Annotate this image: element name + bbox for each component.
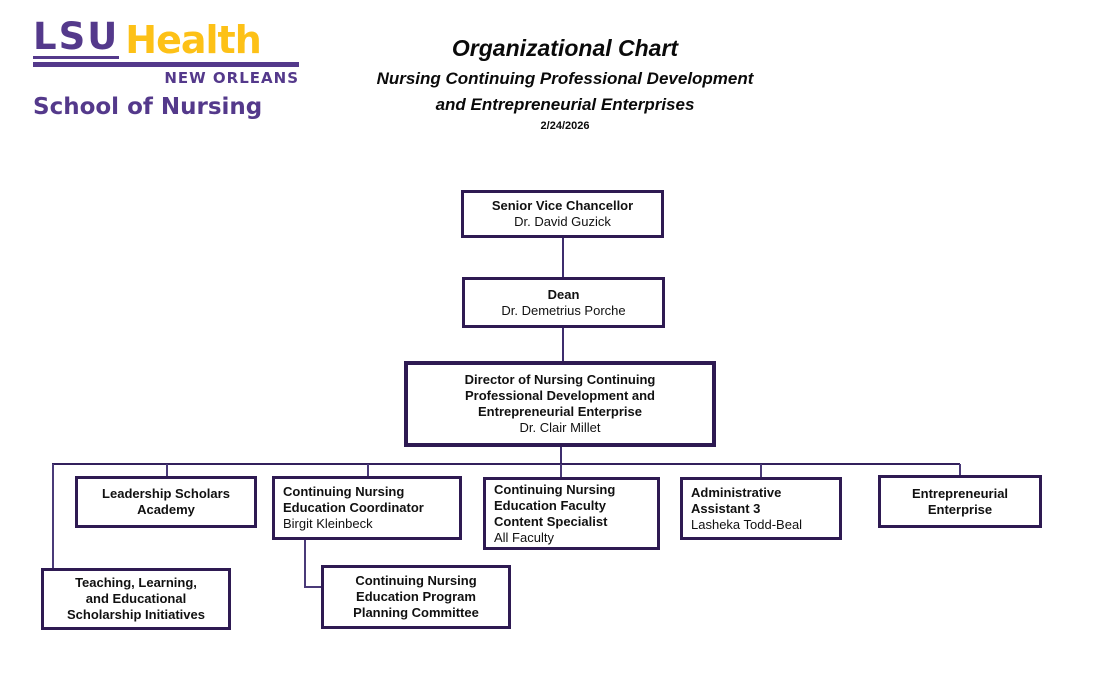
org-box-dean: Dean Dr. Demetrius Porche (462, 277, 665, 328)
connector-bus-teaching-initiatives (52, 464, 54, 568)
org-box-cne-faculty-content-specialist: Continuing Nursing Education Faculty Con… (483, 477, 660, 550)
org-box-person-name: Birgit Kleinbeck (283, 516, 373, 531)
org-box-title: Senior Vice Chancellor (491, 198, 634, 213)
org-box-title: Continuing Nursing Education Faculty Con… (494, 481, 616, 529)
logo-new-orleans-text: NEW ORLEANS (164, 69, 299, 87)
connector-director-bus (560, 447, 562, 464)
page-title: Organizational Chart (451, 35, 679, 61)
org-box-senior-vice-chancellor: Senior Vice Chancellor Dr. David Guzick (461, 190, 664, 238)
connector-coordinator-committee-vertical (304, 540, 306, 588)
org-box-person-name: Dr. David Guzick (514, 214, 611, 229)
connector-bus-leadership-academy (166, 464, 168, 476)
org-box-person-name: Dr. Demetrius Porche (501, 302, 626, 318)
logo-underline-bar (33, 62, 299, 67)
org-box-person-name: Dr. Clair Millet (519, 420, 601, 435)
connector-bus-admin-assistant (760, 464, 762, 477)
org-box-entrepreneurial-enterprise: Entrepreneurial Enterprise (878, 475, 1042, 528)
org-box-title: Director of Nursing Continuing Professio… (464, 372, 656, 419)
connector-coordinator-committee-horizontal (304, 586, 321, 588)
org-box-person-name: All Faculty (494, 529, 554, 545)
page-subtitle: Nursing Continuing Professional Developm… (376, 68, 754, 114)
org-box-director-ncpd: Director of Nursing Continuing Professio… (404, 361, 716, 447)
org-box-administrative-assistant-3: Administrative Assistant 3 Lasheka Todd-… (680, 477, 842, 540)
connector-svc-dean (562, 237, 564, 277)
org-box-title: Dean (547, 286, 580, 302)
connector-bus-education-coordinator (367, 464, 369, 476)
org-box-title: Leadership Scholars Academy (102, 486, 230, 517)
connector-dean-director (562, 328, 564, 361)
connector-bus-content-specialist (560, 464, 562, 477)
org-box-title: Continuing Nursing Education Coordinator (283, 484, 424, 515)
logo-school-of-nursing-text: School of Nursing (33, 94, 263, 120)
org-box-cne-coordinator: Continuing Nursing Education Coordinator… (272, 476, 462, 540)
org-box-person-name: Lasheka Todd-Beal (691, 516, 803, 532)
logo-lsu-text: LSU (33, 15, 120, 59)
connector-horizontal-bus (52, 463, 960, 465)
logo-health-text: Health (125, 18, 261, 62)
lsu-health-logo: LSU Health NEW ORLEANS School of Nursing (33, 18, 299, 120)
connector-bus-entrepreneurial (959, 464, 961, 476)
org-box-teaching-learning-scholarship-initiatives: Teaching, Learning, and Educational Scho… (41, 568, 231, 630)
logo-wordmark: LSU Health (33, 18, 299, 59)
org-box-title: Administrative Assistant 3 (691, 484, 782, 516)
org-box-title: Continuing Nursing Education Program Pla… (353, 573, 479, 620)
org-box-title: Entrepreneurial Enterprise (911, 485, 1009, 517)
org-box-title: Teaching, Learning, and Educational Scho… (67, 575, 205, 622)
org-box-leadership-scholars-academy: Leadership Scholars Academy (75, 476, 257, 528)
chart-header: Organizational Chart Nursing Continuing … (330, 35, 800, 132)
chart-date: 2/24/2026 (540, 120, 590, 133)
org-box-cne-program-planning-committee: Continuing Nursing Education Program Pla… (321, 565, 511, 629)
